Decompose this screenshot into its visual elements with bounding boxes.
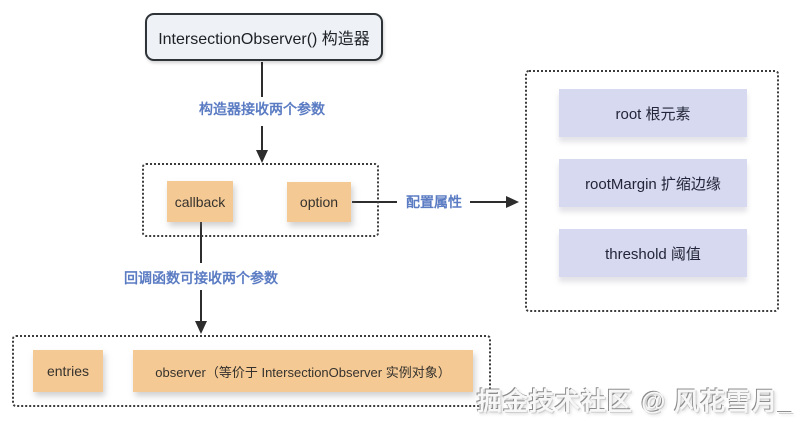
- option-box: option: [287, 182, 351, 222]
- options-group: [525, 70, 779, 312]
- option-item-root: root 根元素: [559, 89, 747, 137]
- callback-arrow-label: 回调函数可接收两个参数: [124, 270, 278, 286]
- arrowhead-down-params: [256, 150, 268, 163]
- entries-box: entries: [33, 350, 103, 392]
- watermark: 掘金技术社区 @ 风花雪月_: [477, 388, 794, 416]
- constructor-box: IntersectionObserver() 构造器: [145, 13, 383, 61]
- constructor-arrow-label: 构造器接收两个参数: [199, 101, 325, 117]
- params-group: [142, 163, 379, 237]
- observer-box: observer（等价于 IntersectionObserver 实例对象）: [133, 350, 473, 392]
- option-item-threshold: threshold 阈值: [559, 229, 747, 277]
- callback-box: callback: [167, 181, 233, 222]
- arrowhead-down-cbargs: [195, 321, 207, 334]
- arrowhead-right-options: [506, 196, 519, 208]
- callback-args-group: [12, 335, 491, 407]
- option-item-rootmargin: rootMargin 扩缩边缘: [559, 159, 747, 207]
- config-arrow-label: 配置属性: [406, 194, 462, 210]
